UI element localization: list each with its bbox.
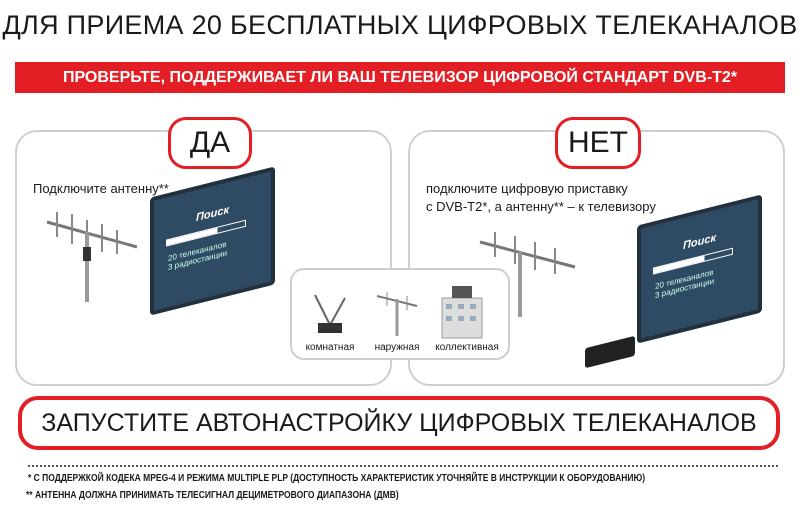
antenna-type-outdoor: наружная: [374, 342, 420, 353]
page-title: ДЛЯ ПРИЕМА 20 БЕСПЛАТНЫХ ЦИФРОВЫХ ТЕЛЕКА…: [2, 10, 798, 40]
autotune-banner: ЗАПУСТИТЕ АВТОНАСТРОЙКУ ЦИФРОВЫХ ТЕЛЕКАН…: [18, 396, 780, 450]
footnote-2: ** АНТЕННА ДОЛЖНА ПРИНИМАТЬ ТЕЛЕСИГНАЛ Д…: [26, 490, 399, 501]
tv-search-label: Поиск: [196, 203, 230, 225]
antenna-icon: [479, 232, 576, 317]
antenna-type-collective: коллективная: [435, 342, 499, 353]
antenna-icon: [46, 212, 138, 302]
footnote-1: * С ПОДДЕРЖКОЙ КОДЕКА MPEG-4 И РЕЖИМА MU…: [28, 473, 646, 484]
yes-instruction: Подключите антенну**: [33, 181, 169, 196]
yes-panel: Подключите антенну** Поиск 20 телеканало…: [15, 130, 392, 386]
no-panel: подключите цифровую приставку с DVB-T2*,…: [408, 130, 785, 386]
building-icon: [441, 286, 483, 339]
no-instruction-line1: подключите цифровую приставку: [426, 181, 628, 196]
set-top-box: [585, 335, 635, 369]
tv-screen: Поиск 20 телеканалов 3 радиостанции: [637, 194, 762, 344]
no-label: НЕТ: [555, 117, 641, 169]
yes-label: ДА: [168, 117, 252, 169]
outdoor-antenna-icon: [376, 292, 418, 336]
no-instruction-line2: с DVB-T2*, а антенну** – к телевизору: [426, 199, 656, 214]
antenna-type-indoor: комнатная: [305, 342, 355, 353]
tv-search-label: Поиск: [683, 231, 717, 253]
antenna-types-box: комнатная наружная коллективная: [290, 268, 510, 360]
indoor-antenna-icon: [314, 294, 346, 333]
divider: [28, 465, 778, 467]
check-banner: ПРОВЕРЬТЕ, ПОДДЕРЖИВАЕТ ЛИ ВАШ ТЕЛЕВИЗОР…: [15, 62, 785, 93]
